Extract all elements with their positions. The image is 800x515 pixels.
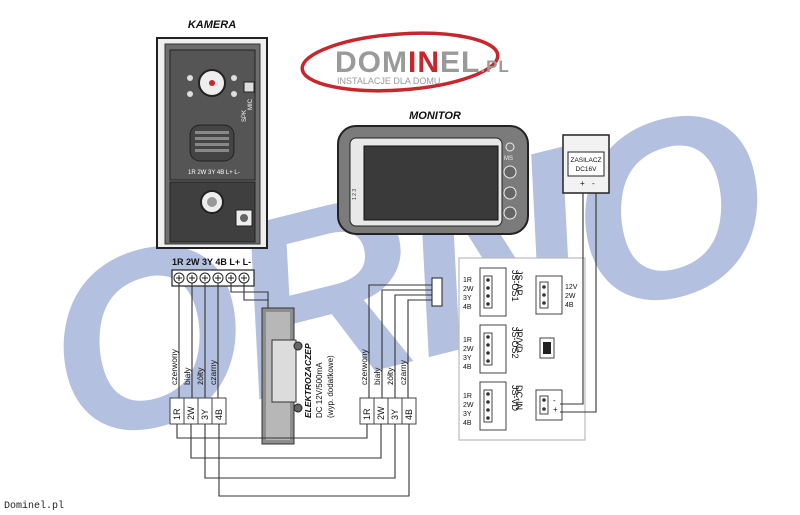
monitor-screen: [363, 145, 499, 221]
camera-title: KAMERA: [188, 19, 236, 31]
monitor-wires: [368, 284, 432, 398]
logo-text-el: EL: [440, 46, 480, 79]
psu-plus: +: [580, 179, 585, 188]
mic-label: MIC: [248, 98, 254, 110]
tb-right-2w: 2W: [376, 406, 386, 420]
tb-left-2w: 2W: [186, 406, 196, 420]
camera-unit: KAMERA SPK MIC 1R 2W 3Y 4B L+ L-: [156, 19, 268, 249]
monitor-wire-label-yellow: żółty: [385, 367, 395, 385]
strike-note: (wyp. dodatkowe): [326, 355, 335, 418]
dominel-logo: DOMINEL.PL INSTALACJE DLA DOMU: [300, 31, 510, 93]
jumper-jp-vd-label: JP/VD: [514, 327, 524, 353]
socket-js-os2-label: JS-OS2: [510, 327, 520, 359]
socket-js-os1-pins: 1R 2W 3Y 4B: [463, 277, 475, 311]
camera-wire-label-white: biały: [182, 367, 192, 385]
socket-js-os1-label: JS-OS1: [510, 270, 520, 302]
socket-js-vd-label: JS-VD: [510, 385, 520, 412]
logo-tagline: INSTALACJE DLA DOMU: [337, 76, 440, 86]
electric-strike: ELEKTROZACZEP DC 12V/500mA (wyp. dodatko…: [261, 307, 335, 445]
tb-left-3y: 3Y: [200, 409, 210, 420]
tb-right-4b: 4B: [404, 409, 414, 420]
terminal-block-camera: 1R 2W 3Y 4B: [169, 397, 227, 425]
monitor-key-icon: [503, 206, 517, 220]
monitor-wire-label-black: czarny: [398, 359, 408, 385]
power-icon: [505, 142, 515, 152]
monitor-title: MONITOR: [409, 110, 461, 122]
interconnect-wires: [176, 424, 410, 497]
terminal-block-monitor: 1R 2W 3Y 4B: [359, 397, 417, 425]
speaker-grille-icon: [189, 124, 235, 162]
socket-dc-in-label: DC-IN: [514, 385, 524, 410]
socket-js-os2-pins: 1R 2W 3Y 4B: [463, 337, 475, 371]
logo-text-in: IN: [408, 46, 440, 79]
unlock-icon: [503, 186, 517, 200]
jumper-jp-vd: JP/VD: [514, 327, 555, 359]
dc-in-minus: -: [553, 396, 556, 405]
tb-left-1r: 1R: [172, 408, 182, 420]
camera-wire-label-red: czerwony: [169, 348, 179, 385]
psu-minus: -: [592, 179, 595, 188]
logo-text-dom: DOM: [335, 46, 408, 79]
tb-right-1r: 1R: [362, 408, 372, 420]
tb-right-3y: 3Y: [390, 409, 400, 420]
camera-wire-labels: czerwony biały żółty czarny: [169, 348, 218, 385]
socket-js-vd: JS-VD 1R 2W 3Y 4B: [463, 381, 520, 431]
tb-left-4b: 4B: [214, 409, 224, 420]
logo-swoosh: [300, 31, 500, 93]
monitor-side-labels: 1 2 3: [352, 189, 358, 200]
monitor-unit: MONITOR 1 2 3 MS: [337, 110, 529, 235]
camera-terminal-strip: 1R 2W 3Y 4B L+ L-: [171, 257, 255, 287]
psu-label-line2: DC16V: [576, 166, 598, 173]
socket-js-os2: JS-OS2 1R 2W 3Y 4B: [463, 324, 520, 374]
orno-watermark: ORNO: [18, 50, 792, 497]
spk-label: SPK: [242, 110, 248, 122]
phone-icon: [503, 165, 517, 179]
camera-terminal-header: 1R 2W 3Y 4B L+ L-: [172, 257, 251, 267]
svg-text:DOMINEL.PL: DOMINEL.PL: [335, 46, 510, 79]
monitor-wire-labels: czerwony biały żółty czarny: [359, 348, 408, 385]
socket-js-ap: JS-AP 12V 2W 4B: [514, 270, 579, 315]
footer-text: Dominel.pl: [4, 500, 64, 512]
camera-wire-label-black: czarny: [208, 359, 218, 385]
socket-js-ap-label: JS-AP: [514, 270, 524, 296]
socket-js-ap-pins: 12V 2W 4B: [565, 284, 579, 309]
strike-spec: DC 12V/500mA: [315, 362, 324, 418]
socket-dc-in: DC-IN - +: [514, 385, 563, 421]
camera-inner-terminals: 1R 2W 3Y 4B L+ L-: [188, 170, 240, 176]
psu-wires: [560, 193, 597, 413]
socket-js-vd-pins: 1R 2W 3Y 4B: [463, 393, 475, 427]
logo-text-pl: .PL: [480, 57, 509, 76]
monitor-wire-label-red: czerwony: [359, 348, 369, 385]
monitor-ms-label: MS: [504, 156, 513, 162]
watermark-text: ORNO: [18, 50, 792, 497]
camera-wire-label-yellow: żółty: [195, 367, 205, 385]
monitor-wire-label-white: biały: [372, 367, 382, 385]
power-supply: ZASILACZ DC16V + -: [562, 134, 610, 194]
psu-label-line1: ZASILACZ: [570, 157, 601, 164]
dc-in-plus: +: [553, 405, 558, 414]
strike-title: ELEKTROZACZEP: [303, 343, 313, 418]
socket-js-os1: JS-OS1 1R 2W 3Y 4B: [463, 267, 520, 317]
